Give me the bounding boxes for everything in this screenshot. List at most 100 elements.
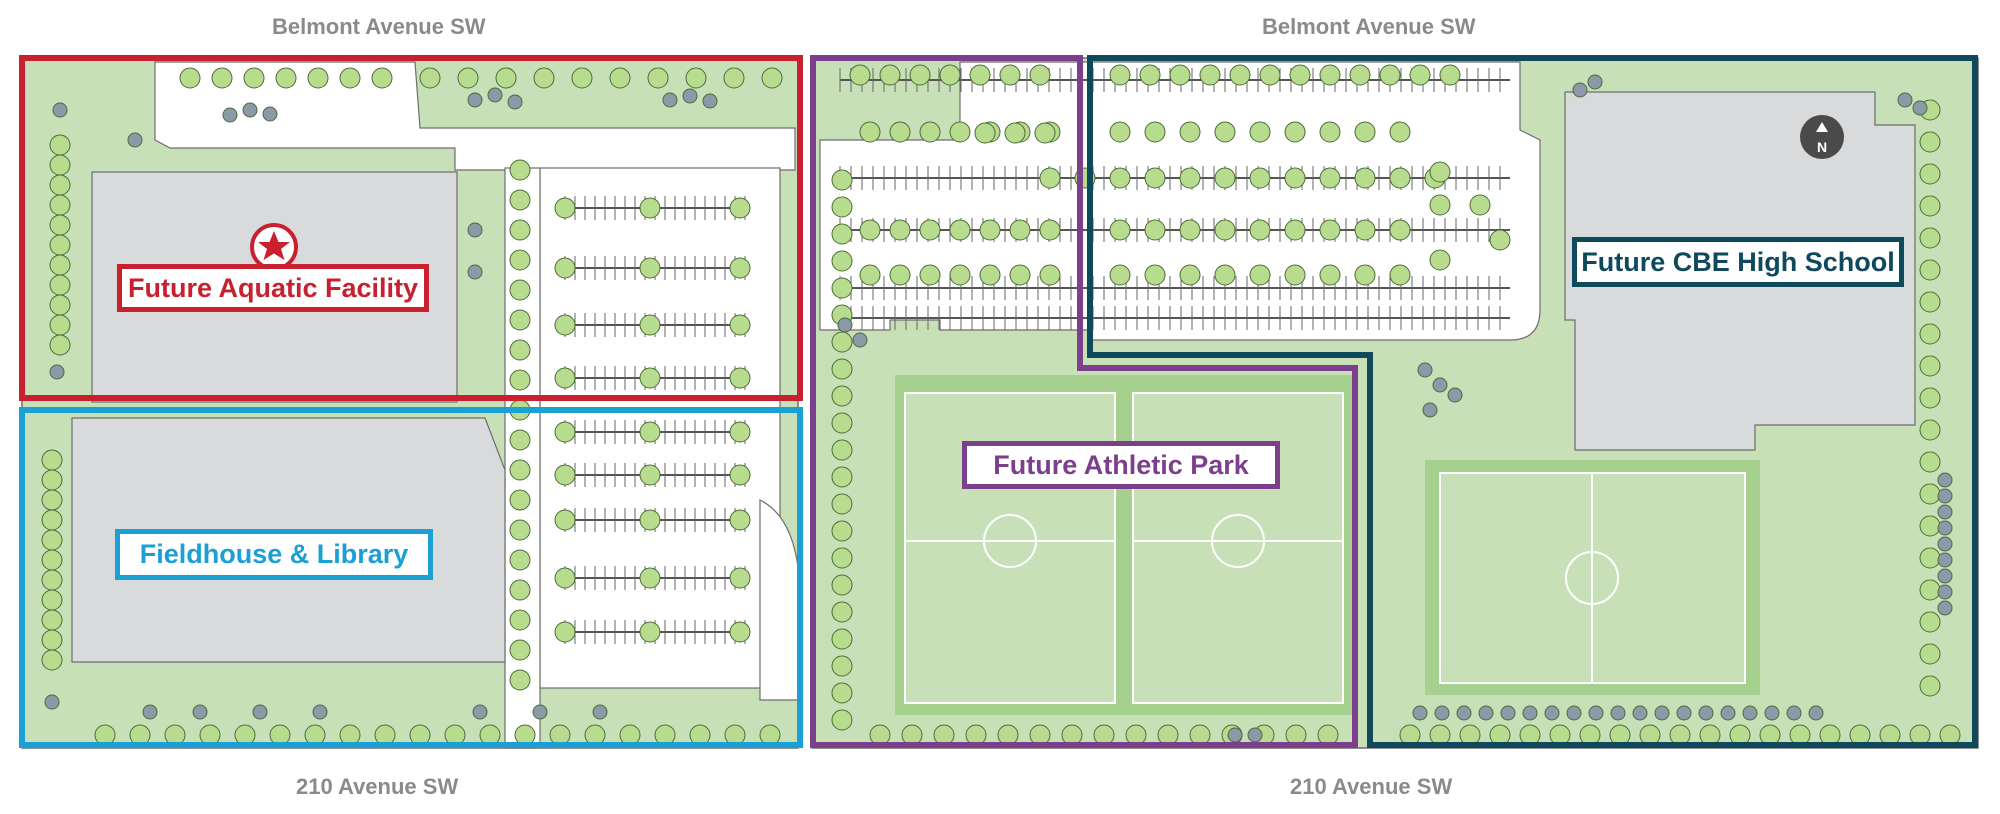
tree [554,621,576,643]
tree [1469,194,1491,216]
tree [1249,167,1271,189]
tree [729,257,751,279]
tree [919,121,941,143]
tree [685,67,707,89]
shrub [852,332,868,348]
shrub [1720,705,1736,721]
tree [41,489,63,511]
tree [1144,264,1166,286]
tree [1169,64,1191,86]
tree [554,421,576,443]
tree [554,314,576,336]
shrub [49,364,65,380]
tree [49,314,71,336]
shrub [1417,362,1433,378]
tree [974,122,996,144]
tree [509,459,531,481]
shrub [467,264,483,280]
tree [1179,264,1201,286]
tree [639,257,661,279]
shrub [1478,705,1494,721]
tree [1354,264,1376,286]
shrub [52,102,68,118]
tree [831,439,853,461]
tree [1429,249,1451,271]
tree [1144,167,1166,189]
tree [831,628,853,650]
shrub [592,704,608,720]
tree [41,469,63,491]
tree [554,464,576,486]
fieldhouse-library-label: Fieldhouse & Library [115,529,433,580]
tree [1179,219,1201,241]
tree [1389,167,1411,189]
fieldhouse-library-label-text: Fieldhouse & Library [139,539,409,569]
shrub [1937,520,1953,536]
shrub [192,704,208,720]
tree [509,309,531,331]
tree [1439,64,1461,86]
shrub [1937,568,1953,584]
tree [571,67,593,89]
tree [1214,264,1236,286]
tree [1389,219,1411,241]
shrub [1937,472,1953,488]
shrub [142,704,158,720]
tree [831,196,853,218]
tree [909,64,931,86]
tree [1919,355,1941,377]
tree [831,601,853,623]
highschool-zone-outline [1087,55,1978,748]
tree [729,197,751,219]
tree [554,367,576,389]
tree [509,609,531,631]
tree [41,449,63,471]
shrub [1422,402,1438,418]
shrub [1897,92,1913,108]
tree [509,639,531,661]
tree [371,67,393,89]
tree [1389,264,1411,286]
star-location-icon [250,223,298,271]
tree [49,194,71,216]
athletic-park-label: Future Athletic Park [962,441,1280,489]
tree [831,574,853,596]
tree [1179,121,1201,143]
tree [859,121,881,143]
tree [831,547,853,569]
high-school-label-text: Future CBE High School [1581,246,1895,277]
tree [1039,264,1061,286]
tree [1039,167,1061,189]
tree [831,250,853,272]
tree [533,67,555,89]
tree [1284,219,1306,241]
tree [1284,167,1306,189]
shrub [1912,100,1928,116]
tree [889,264,911,286]
tree [1109,219,1131,241]
tree [729,509,751,531]
fieldhouse-zone-outline [19,407,803,748]
tree [1919,291,1941,313]
tree [639,509,661,531]
shrub [472,704,488,720]
tree [1109,64,1131,86]
tree [831,169,853,191]
tree [509,279,531,301]
south-street-label-left: 210 Avenue SW [296,774,459,799]
tree [419,67,441,89]
shrub [467,222,483,238]
tree [639,367,661,389]
tree [1249,219,1271,241]
tree [1349,64,1371,86]
tree [339,67,361,89]
tree [1919,259,1941,281]
tree [1429,194,1451,216]
tree [509,489,531,511]
tree [554,567,576,589]
shrub [467,92,483,108]
tree [211,67,233,89]
tree [939,64,961,86]
tree [41,629,63,651]
